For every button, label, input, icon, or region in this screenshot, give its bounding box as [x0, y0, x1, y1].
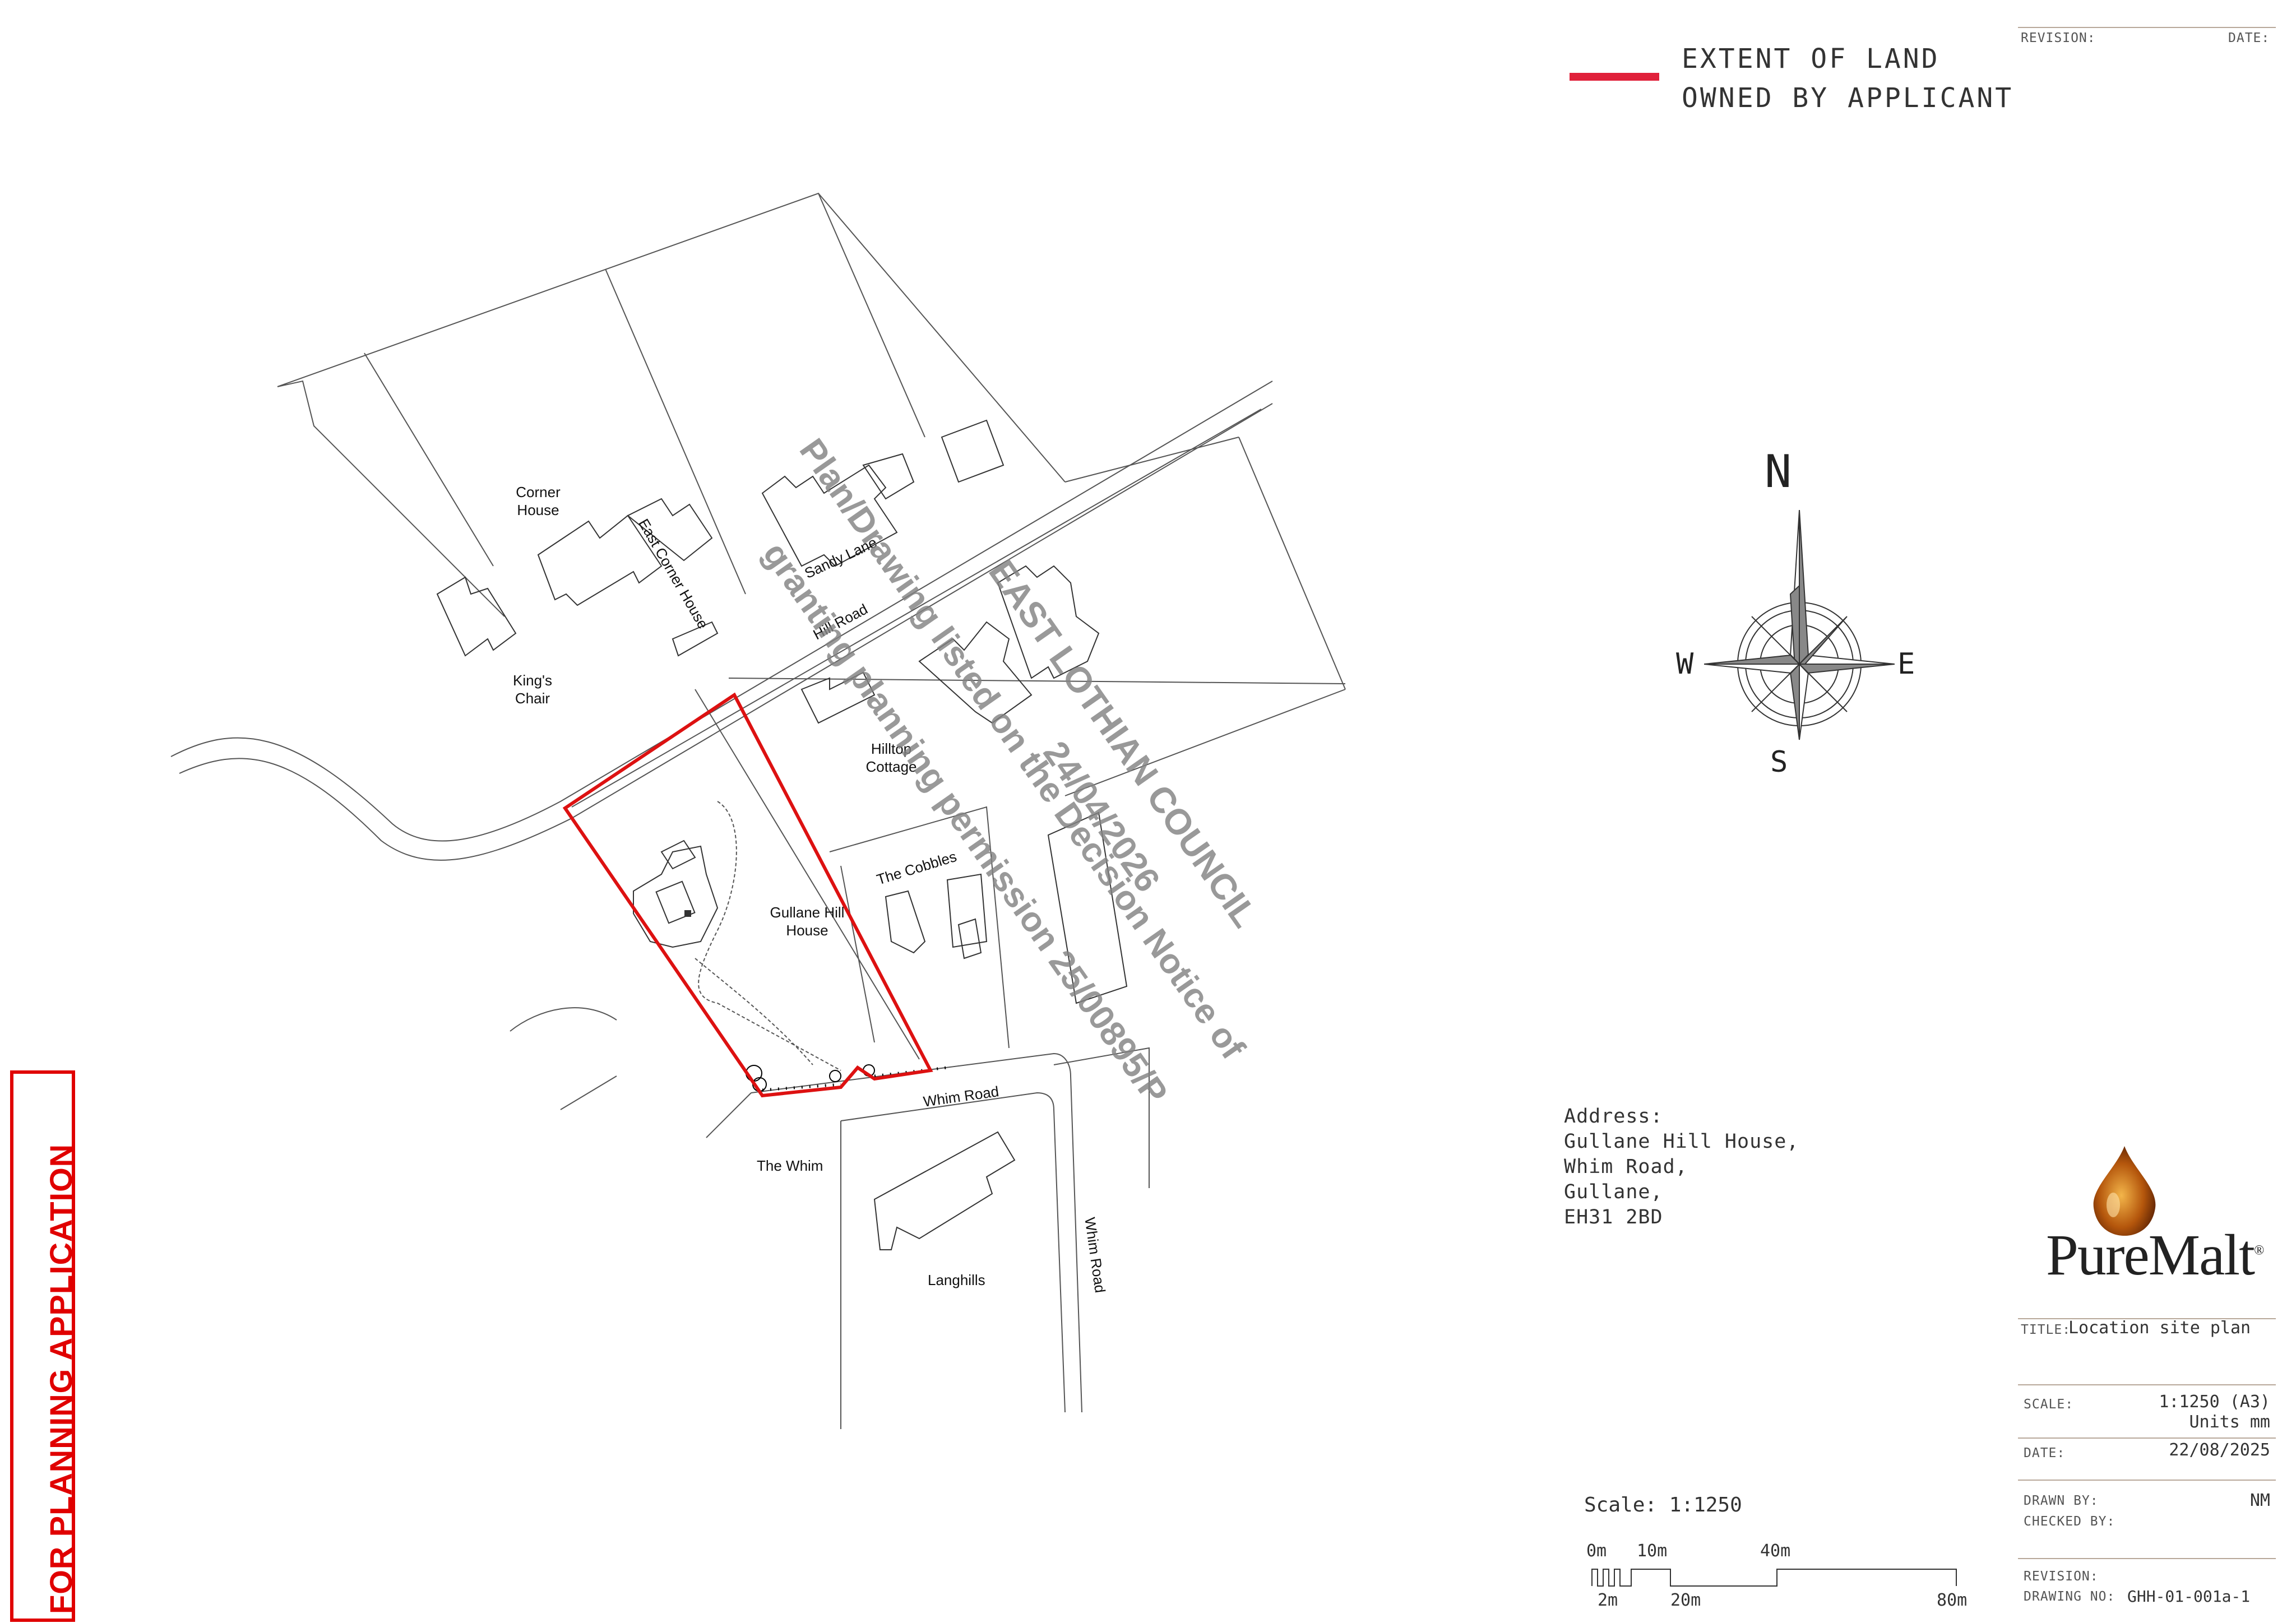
- label-corner-house: Corner House: [516, 484, 561, 518]
- address-line: Whim Road,: [1564, 1156, 1688, 1178]
- date-value: 22/08/2025: [2169, 1440, 2270, 1460]
- title-block-divider: [2018, 1384, 2276, 1385]
- drawn-by-value: NM: [2249, 1491, 2270, 1510]
- whim-road-edge: [840, 1092, 1066, 1413]
- oil-drop-icon: [2093, 1146, 2156, 1236]
- site-boundary: [562, 692, 933, 1098]
- scale-bottom-2: 80m: [1937, 1590, 1968, 1610]
- label-langhills: Langhills: [928, 1272, 985, 1288]
- drawn-by-label: DRAWN BY:: [2024, 1494, 2099, 1508]
- compass-s: S: [1770, 745, 1788, 779]
- building: [436, 419, 1128, 1250]
- hill-road-edge: [170, 381, 1273, 842]
- puremalt-logo-text: PureMalt®: [2046, 1223, 2264, 1287]
- scale-bar: [1591, 1569, 1957, 1587]
- date-label-top: DATE:: [2228, 31, 2270, 45]
- label-the-whim: The Whim: [757, 1157, 823, 1174]
- hill-road-edge: [179, 403, 1273, 861]
- scale-bottom-0: 2m: [1598, 1590, 1618, 1610]
- drawing-no-value: GHH-01-001a-1: [2127, 1587, 2251, 1606]
- hill-road-edge: [571, 409, 1262, 808]
- title-block-divider: [2018, 1437, 2276, 1439]
- label-gullane-hill-house: Gullane Hill House: [770, 904, 845, 939]
- address-line: Gullane Hill House,: [1564, 1130, 1799, 1153]
- scale-label: SCALE:: [2024, 1397, 2074, 1412]
- address-heading: Address:: [1564, 1105, 1663, 1128]
- scale-bar-title: Scale: 1:1250: [1584, 1494, 1742, 1517]
- address-line: Gullane,: [1564, 1181, 1663, 1203]
- scale-top-0: 0m: [1586, 1541, 1607, 1561]
- legend-line2: OWNED BY APPLICANT: [1682, 82, 2014, 114]
- compass-e: E: [1897, 647, 1915, 681]
- title-block-divider: [2018, 1318, 2276, 1319]
- checked-by-label: CHECKED BY:: [2024, 1514, 2116, 1529]
- field-boundary: [1064, 437, 1346, 690]
- revision-label-bottom: REVISION:: [2024, 1569, 2099, 1584]
- title-block-divider: [2018, 27, 2276, 28]
- scale-top-1: 10m: [1637, 1541, 1668, 1561]
- date-label: DATE:: [2024, 1446, 2066, 1460]
- label-kings-chair: King's Chair: [512, 672, 552, 707]
- legend-line1: EXTENT OF LAND: [1682, 43, 1940, 75]
- title-block-divider: [2018, 1558, 2276, 1559]
- compass-rose-icon: [1704, 509, 1895, 740]
- drawing-no-label: DRAWING NO:: [2024, 1589, 2116, 1604]
- scale-value: 1:1250 (A3): [2159, 1392, 2270, 1412]
- compass-w: W: [1676, 647, 1694, 681]
- title-label: TITLE:: [2021, 1323, 2071, 1337]
- garden-path: [698, 801, 841, 1071]
- plot-boundary: [695, 678, 1346, 1060]
- field-boundary: [510, 1007, 617, 1110]
- address-line: EH31 2BD: [1564, 1206, 1663, 1228]
- legend-text: EXTENT OF LAND OWNED BY APPLICANT: [1682, 39, 2013, 118]
- planning-banner-box: [10, 1070, 75, 1622]
- garden-path: [695, 958, 813, 1065]
- revision-label-top: REVISION:: [2021, 31, 2096, 45]
- title-value: Location site plan: [2068, 1318, 2251, 1338]
- scale-top-2: 40m: [1760, 1541, 1791, 1561]
- whim-road-edge: [751, 1052, 1082, 1413]
- title-block-divider: [2018, 1480, 2276, 1481]
- planning-banner-text: FOR PLANNING APPLICATION: [43, 1143, 78, 1614]
- scale-bottom-1: 20m: [1670, 1590, 1701, 1610]
- address-block: Address: Gullane Hill House, Whim Road, …: [1564, 1104, 1799, 1230]
- label-hilltop-cottage: Hilltop Cottage: [865, 740, 917, 775]
- field-boundary: [277, 192, 1066, 617]
- whim-road-edge: [706, 1047, 1150, 1429]
- hedge-line: [762, 1066, 948, 1092]
- units-value: Units mm: [2189, 1412, 2271, 1432]
- legend-line: [1570, 73, 1659, 81]
- compass-n: N: [1765, 446, 1792, 498]
